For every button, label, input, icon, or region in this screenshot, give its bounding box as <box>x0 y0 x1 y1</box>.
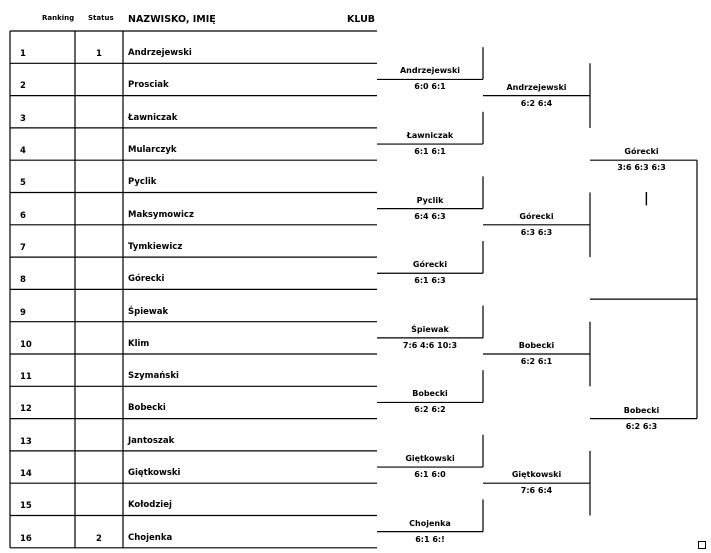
round2-winner: Giętkowski <box>511 470 562 480</box>
player-rank: 6 <box>20 210 26 221</box>
round3-winner: Bobecki <box>623 405 660 415</box>
round1-winner: Ławniczak <box>406 131 454 141</box>
player-name: Giętkowski <box>128 468 181 479</box>
round1-score: 6:4 6:3 <box>414 211 446 221</box>
player-rank: 13 <box>20 436 32 447</box>
player-rank: 9 <box>20 307 26 318</box>
round2-score: 7:6 6:4 <box>520 486 553 496</box>
player-rank: 8 <box>20 275 26 286</box>
header-name: NAZWISKO, IMIĘ <box>128 14 216 25</box>
round1-winner: Bobecki <box>412 389 448 399</box>
round3-score: 6:2 6:3 <box>625 421 658 431</box>
player-rank: 7 <box>20 242 26 253</box>
player-name: Maksymowicz <box>128 209 194 220</box>
corner-square-icon <box>698 541 706 549</box>
player-name: Prosciak <box>128 80 169 91</box>
player-name: Górecki <box>128 274 165 285</box>
player-name: Śpiewak <box>128 306 169 317</box>
player-rank: 16 <box>20 533 32 544</box>
player-rank: 15 <box>20 501 32 512</box>
round2-score: 6:2 6:4 <box>520 98 553 108</box>
player-rank: 14 <box>20 469 32 480</box>
round1-winner: Chojenka <box>409 518 451 528</box>
player-name: Ławniczak <box>128 112 178 123</box>
round2-score: 6:3 6:3 <box>520 227 553 237</box>
round1-score: 6:1 6:3 <box>414 276 446 286</box>
player-rank: 4 <box>20 146 26 157</box>
round2-winner: Bobecki <box>518 341 555 350</box>
round1-score: 6:1 6:1 <box>414 147 446 157</box>
round3-score: 3:6 6:3 6:3 <box>617 163 666 173</box>
player-status: 2 <box>96 533 102 544</box>
round1-score: 6:2 6:2 <box>414 405 446 415</box>
player-rank: 3 <box>20 113 26 124</box>
round1-score: 7:6 4:6 10:3 <box>402 340 458 350</box>
player-name: Bobecki <box>128 403 166 414</box>
player-rank: 11 <box>20 372 32 383</box>
player-name: Szymański <box>128 371 179 382</box>
round2-score: 6:2 6:1 <box>520 357 553 366</box>
player-rank: 2 <box>20 81 26 92</box>
header-club: KLUB <box>347 14 376 25</box>
player-status: 1 <box>96 49 102 60</box>
player-rank: 12 <box>20 404 32 415</box>
round1-winner: Andrzejewski <box>399 66 461 76</box>
player-name: Pyclik <box>128 177 157 188</box>
header-status: Status <box>88 14 114 22</box>
player-rank: 5 <box>20 178 26 189</box>
final-mark: | <box>644 191 649 206</box>
round1-winner: Pyclik <box>416 195 444 205</box>
player-name: Chojenka <box>128 532 173 543</box>
player-name: Kołodziej <box>128 500 172 511</box>
player-name: Jantoszak <box>128 435 175 446</box>
round3-winner: Górecki <box>624 147 659 157</box>
player-name: Andrzejewski <box>128 48 192 59</box>
round1-score: 6:1 6:0 <box>414 470 446 480</box>
player-rank: 10 <box>20 339 32 350</box>
round2-winner: Górecki <box>519 211 554 221</box>
player-name: Tymkiewicz <box>128 241 183 252</box>
round2-winner: Andrzejewski <box>506 82 567 92</box>
player-name: Mularczyk <box>128 145 177 156</box>
round1-score: 6:1 6:! <box>415 534 445 544</box>
player-name: Klim <box>128 338 150 349</box>
player-rank: 1 <box>20 49 26 60</box>
round1-winner: Śpiewak <box>411 324 449 334</box>
round1-winner: Górecki <box>412 260 448 270</box>
round1-score: 6:0 6:1 <box>414 82 446 92</box>
round1-winner: Giętkowski <box>405 454 455 464</box>
header-ranking: Ranking <box>42 14 75 22</box>
